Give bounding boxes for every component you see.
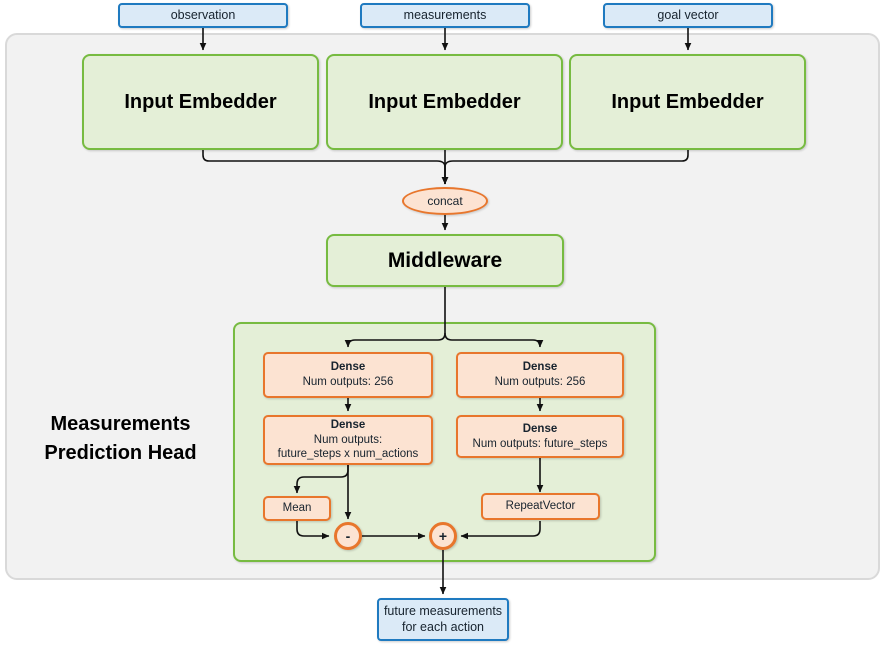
input-box-measurements[interactable]: measurements bbox=[360, 3, 530, 28]
left-dense-1[interactable]: Dense Num outputs: 256 bbox=[263, 352, 433, 398]
left-dense-1-detail: Num outputs: 256 bbox=[302, 376, 394, 388]
input-embedder-1-label: Input Embedder bbox=[124, 90, 277, 113]
left-dense-2[interactable]: Dense Num outputs: future_steps x num_ac… bbox=[263, 415, 433, 465]
input-embedder-1[interactable]: Input Embedder bbox=[82, 54, 319, 150]
input-box-measurements-label: measurements bbox=[403, 7, 487, 22]
mean-node[interactable]: Mean bbox=[263, 496, 331, 521]
repeat-vector-node[interactable]: RepeatVector bbox=[481, 493, 600, 520]
input-embedder-2-label: Input Embedder bbox=[368, 90, 521, 113]
input-embedder-3[interactable]: Input Embedder bbox=[569, 54, 806, 150]
left-dense-2-detail-line-1: Num outputs: bbox=[313, 433, 383, 446]
repeat-vector-label: RepeatVector bbox=[505, 500, 576, 513]
left-dense-1-title: Dense bbox=[330, 361, 366, 374]
input-box-observation[interactable]: observation bbox=[118, 3, 288, 28]
input-box-goal-vector-label: goal vector bbox=[657, 7, 719, 22]
concat-node[interactable]: concat bbox=[402, 187, 488, 215]
left-dense-2-title: Dense bbox=[330, 418, 366, 431]
measurements-prediction-head-label: Measurements Prediction Head bbox=[18, 408, 223, 470]
head-label-line-1: Measurements bbox=[50, 413, 191, 435]
head-label-line-2: Prediction Head bbox=[44, 442, 197, 464]
right-dense-1-detail: Num outputs: 256 bbox=[494, 376, 586, 388]
add-operator[interactable]: + bbox=[429, 522, 457, 550]
subtract-operator-symbol: - bbox=[345, 528, 351, 544]
output-box-line-1: future measurements bbox=[383, 603, 503, 618]
right-dense-2[interactable]: Dense Num outputs: future_steps bbox=[456, 415, 624, 458]
right-dense-2-detail: Num outputs: future_steps bbox=[472, 437, 608, 450]
add-operator-symbol: + bbox=[438, 528, 448, 544]
input-box-goal-vector[interactable]: goal vector bbox=[603, 3, 773, 28]
output-box-line-2: for each action bbox=[402, 619, 484, 634]
concat-label: concat bbox=[427, 194, 463, 208]
input-box-observation-label: observation bbox=[170, 7, 236, 22]
input-embedder-3-label: Input Embedder bbox=[611, 90, 764, 113]
middleware-node[interactable]: Middleware bbox=[326, 234, 564, 287]
input-embedder-2[interactable]: Input Embedder bbox=[326, 54, 563, 150]
output-box-future-measurements[interactable]: future measurements for each action bbox=[377, 598, 509, 641]
right-dense-2-title: Dense bbox=[522, 422, 558, 435]
right-dense-1[interactable]: Dense Num outputs: 256 bbox=[456, 352, 624, 398]
right-dense-1-title: Dense bbox=[522, 361, 558, 374]
left-dense-2-detail-line-2: future_steps x num_actions bbox=[277, 448, 419, 461]
middleware-label: Middleware bbox=[387, 248, 503, 272]
mean-label: Mean bbox=[282, 502, 312, 515]
subtract-operator[interactable]: - bbox=[334, 522, 362, 550]
